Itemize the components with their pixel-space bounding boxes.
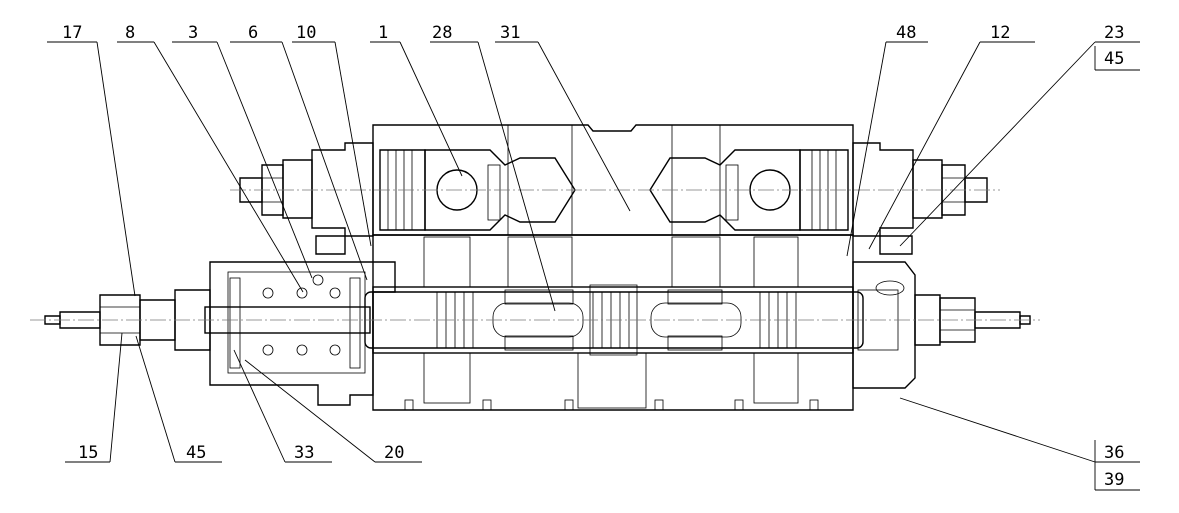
callout-3: 3: [188, 23, 198, 43]
left-upper-cap: [239, 142, 374, 255]
callout-1: 1: [378, 23, 388, 43]
right-upper-cap: [852, 142, 988, 255]
callout-12: 12: [990, 23, 1010, 43]
callout-36: 36: [1104, 443, 1124, 463]
callout-20: 20: [384, 443, 404, 463]
left-end-plug: [44, 294, 141, 346]
callout-45-bottom: 45: [186, 443, 206, 463]
lower-body: [372, 234, 854, 411]
callout-8: 8: [125, 23, 135, 43]
callout-45-top: 45: [1104, 49, 1124, 69]
callout-10: 10: [296, 23, 316, 43]
callout-6: 6: [248, 23, 258, 43]
leader-lines: [47, 41, 1140, 491]
callout-48: 48: [896, 23, 916, 43]
callout-33: 33: [294, 443, 314, 463]
callout-28: 28: [432, 23, 452, 43]
callout-39: 39: [1104, 470, 1124, 490]
callout-23: 23: [1104, 23, 1124, 43]
callout-17: 17: [62, 23, 82, 43]
callout-15: 15: [78, 443, 98, 463]
callout-31: 31: [500, 23, 520, 43]
right-end-housing: [852, 261, 1031, 389]
